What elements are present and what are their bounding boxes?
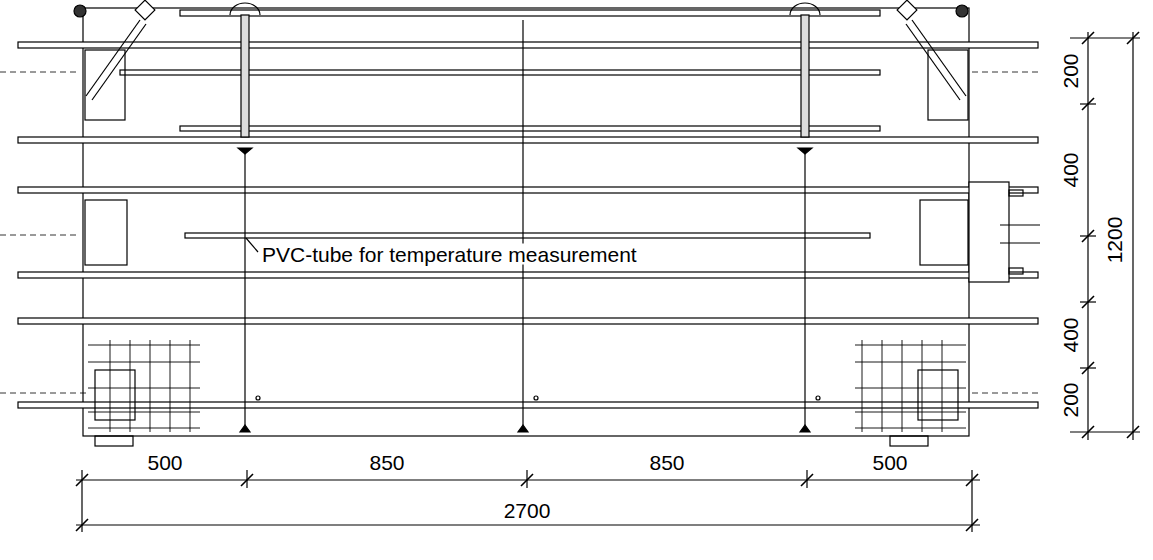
dimension-label: 500 bbox=[145, 452, 184, 473]
dimension-label: 400 bbox=[1060, 315, 1081, 354]
dimension-label: 500 bbox=[870, 452, 909, 473]
callout-label: PVC-tube for temperature measurement bbox=[260, 244, 639, 265]
dimension-label: 200 bbox=[1060, 380, 1081, 419]
dimension-label: 400 bbox=[1060, 150, 1081, 189]
dimension-label: 1200 bbox=[1104, 215, 1125, 266]
dimension-label: 850 bbox=[647, 452, 686, 473]
dimension-label: 850 bbox=[367, 452, 406, 473]
dimension-label: 200 bbox=[1060, 51, 1081, 90]
dimension-label: 2700 bbox=[502, 500, 553, 521]
beam-outline bbox=[83, 8, 969, 436]
